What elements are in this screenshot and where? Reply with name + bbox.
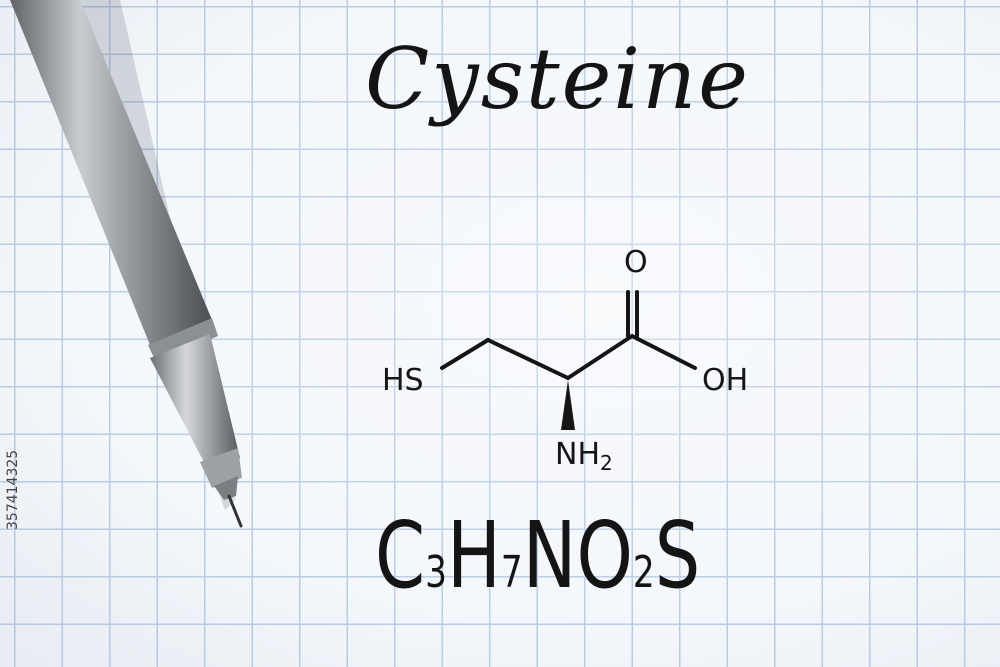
bond-lines [440, 290, 697, 430]
page-title: Cysteine [365, 30, 750, 128]
pen-grip [150, 334, 242, 488]
pen-tip [214, 476, 243, 528]
formula-no: NO [522, 502, 633, 609]
stock-id-text: 357414325 [5, 449, 21, 530]
amine-label: NH2 [555, 437, 613, 475]
bond-c-oh [630, 334, 697, 370]
carbonyl-oxygen-label: O [624, 245, 648, 280]
pen-icon [10, 0, 243, 528]
formula-text: C3H7NO2S [375, 510, 700, 602]
formula-c: C [375, 502, 426, 609]
stock-id: 357414325 [5, 430, 35, 540]
molecular-formula: C3H7NO2S [375, 510, 795, 620]
hydroxyl-label: OH [702, 363, 749, 398]
bond-calpha-c [566, 334, 634, 380]
bond-c-calpha [486, 338, 570, 380]
formula-no-sub: 2 [632, 547, 655, 598]
pen-barrel [10, 0, 218, 362]
structural-formula: HS O OH NH2 [370, 240, 770, 490]
amine-subscript: 2 [600, 451, 613, 475]
formula-h: H [446, 502, 501, 609]
formula-h-sub: 7 [500, 547, 523, 598]
bond-s-c [440, 338, 490, 370]
amine-main: NH [555, 437, 600, 472]
thiol-label: HS [382, 363, 424, 398]
formula-c-sub: 3 [425, 547, 447, 598]
formula-s: S [654, 502, 701, 609]
wedge-bond [561, 380, 575, 430]
